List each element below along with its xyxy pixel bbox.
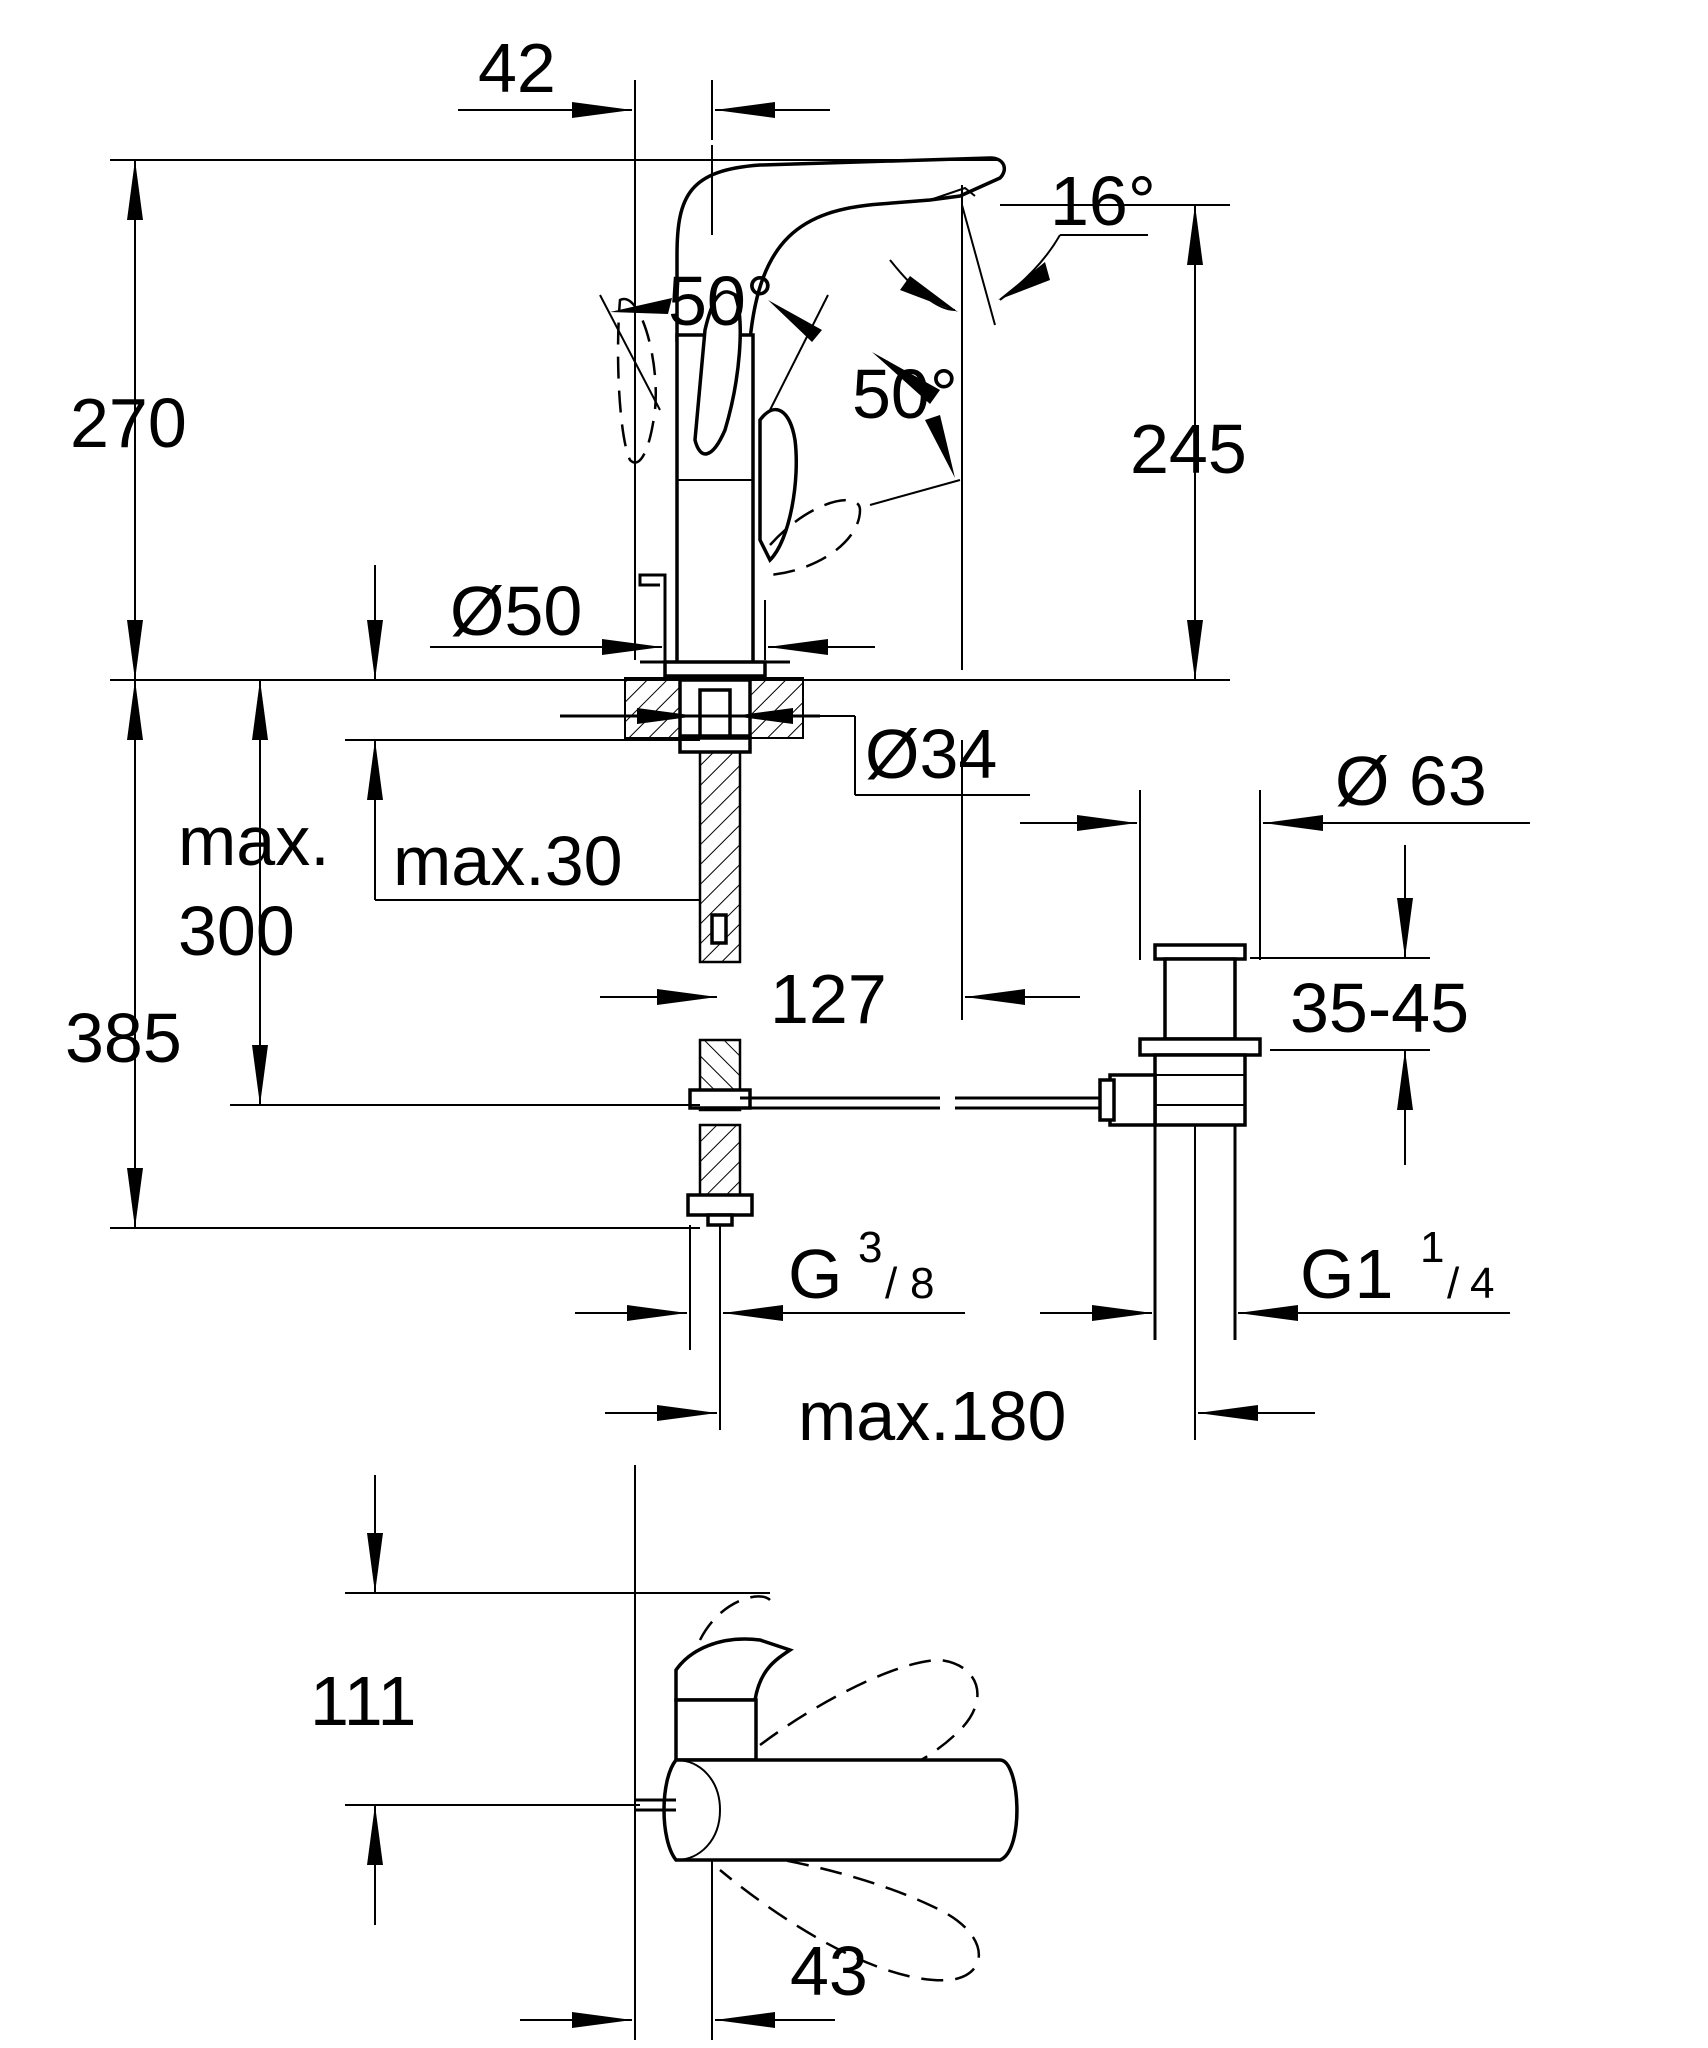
faucet-top-view bbox=[345, 1475, 1019, 2028]
label-111: 111 bbox=[310, 1662, 416, 1740]
lever-handle bbox=[693, 290, 742, 456]
label-g114-slash: / bbox=[1447, 1259, 1460, 1308]
label-max180: max.180 bbox=[798, 1377, 1066, 1455]
label-g38-main: G bbox=[788, 1235, 842, 1313]
lever-top bbox=[674, 1637, 794, 1702]
label-16-deg: 16° bbox=[1050, 162, 1156, 240]
label-d63: Ø 63 bbox=[1335, 742, 1487, 820]
label-max30: max.30 bbox=[393, 822, 623, 900]
label-50-deg-right: 50° bbox=[852, 355, 958, 433]
dimension-labels: 42 16° 50° 50° 270 245 Ø50 Ø34 Ø 63 max.… bbox=[65, 29, 1494, 2010]
waste-assembly bbox=[740, 943, 1262, 1440]
label-385: 385 bbox=[65, 999, 182, 1077]
faucet-front-view bbox=[560, 156, 1007, 1227]
label-50-deg-left: 50° bbox=[668, 262, 774, 340]
label-d50: Ø50 bbox=[450, 572, 582, 650]
label-max: max. bbox=[178, 802, 330, 880]
label-d34: Ø34 bbox=[865, 715, 997, 793]
label-g114-main: G1 bbox=[1300, 1235, 1393, 1313]
center-lines bbox=[634, 80, 963, 2040]
label-43: 43 bbox=[790, 1932, 868, 2010]
faucet-base bbox=[663, 660, 767, 678]
label-270: 270 bbox=[70, 384, 187, 462]
label-300: 300 bbox=[178, 892, 295, 970]
label-245: 245 bbox=[1130, 410, 1247, 488]
label-35-45: 35-45 bbox=[1290, 969, 1469, 1047]
label-127: 127 bbox=[770, 960, 887, 1038]
label-42: 42 bbox=[478, 29, 556, 107]
label-g114-den: 4 bbox=[1470, 1259, 1494, 1308]
label-g38-num: 3 bbox=[858, 1223, 882, 1272]
dimension-lines bbox=[110, 80, 1530, 1421]
spout-top bbox=[662, 1758, 1019, 1862]
label-g38-den: 8 bbox=[910, 1259, 934, 1308]
spout bbox=[675, 156, 1007, 342]
label-g38-slash: / bbox=[885, 1259, 898, 1308]
label-g114-num: 1 bbox=[1420, 1223, 1444, 1272]
